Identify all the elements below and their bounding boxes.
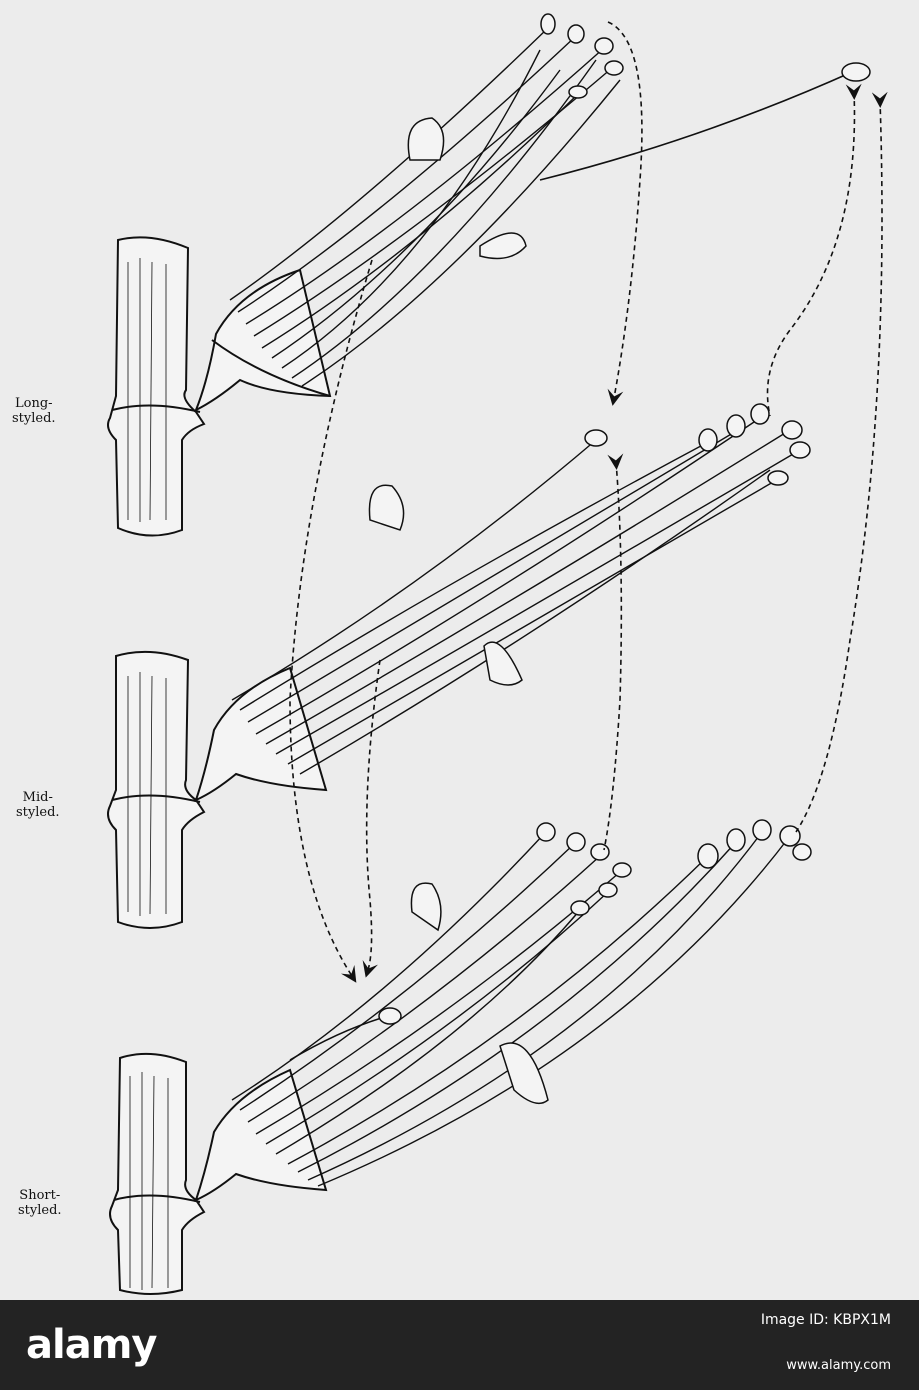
label-long-line1: Long- <box>15 396 53 411</box>
label-mid-styled: Mid- styled. <box>16 790 60 820</box>
anthers-mid <box>584 403 811 486</box>
label-short-line2: styled. <box>18 1203 62 1218</box>
label-short-styled: Short- styled. <box>18 1188 62 1218</box>
diagram-canvas: Long- styled. Mid- styled. Short- styled… <box>12 13 888 1295</box>
watermark-url: www.alamy.com <box>786 1358 891 1373</box>
anthers-long <box>540 13 871 99</box>
calyx-long <box>194 268 332 413</box>
calyx-mid <box>194 666 328 802</box>
stem-mid <box>107 650 206 929</box>
calyx-short <box>194 1068 328 1202</box>
petals-long <box>407 117 527 260</box>
image-id-text: Image ID: KBPX1M <box>760 1312 891 1328</box>
filaments-long <box>229 27 853 387</box>
stem-short <box>109 1052 206 1295</box>
label-mid-line2: styled. <box>16 805 60 820</box>
label-long-styled: Long- styled. <box>12 396 56 426</box>
flower-diagram <box>107 13 888 1295</box>
label-short-line1: Short- <box>19 1188 61 1203</box>
anthers-short <box>378 819 812 1025</box>
petals-mid <box>368 484 523 686</box>
label-long-line2: styled. <box>12 411 56 426</box>
filaments-mid <box>231 417 801 775</box>
pollination-arrows <box>289 21 888 983</box>
alamy-logo: alamy <box>26 1322 157 1368</box>
petals-short <box>410 882 549 1105</box>
stem-long <box>107 236 206 537</box>
watermark-bar: alamy Image ID: KBPX1M www.alamy.com <box>0 1300 919 1390</box>
label-mid-line1: Mid- <box>22 790 53 805</box>
filaments-short <box>231 831 791 1187</box>
